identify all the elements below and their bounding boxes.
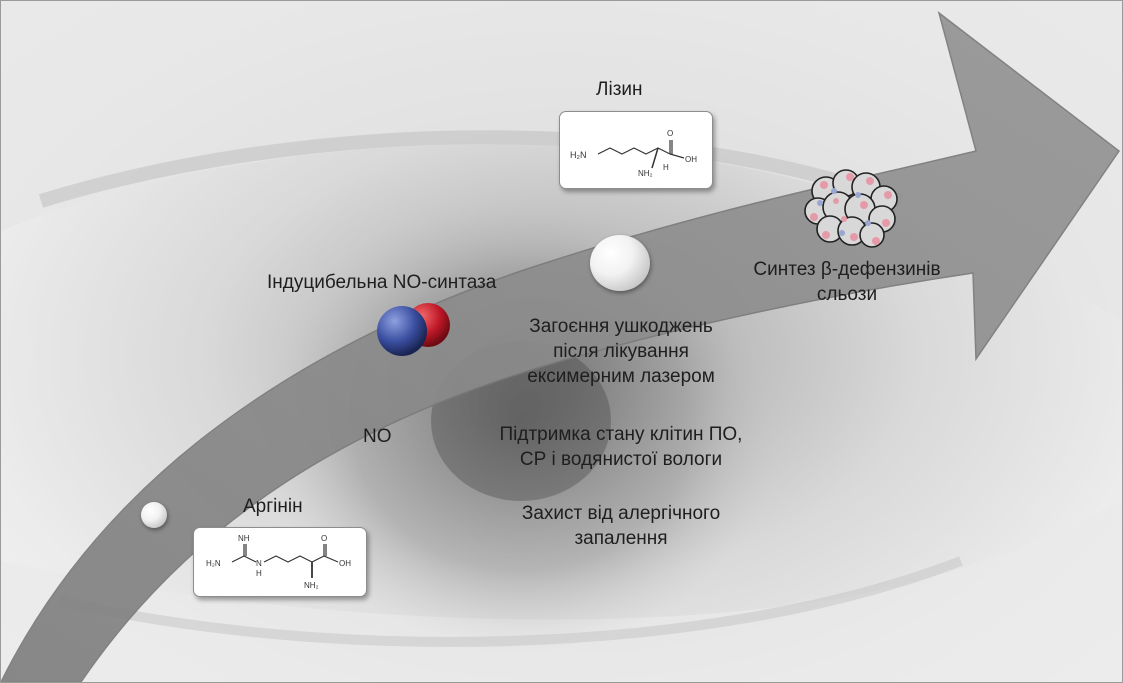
arginine-amino: NH₂ <box>304 581 319 590</box>
synthesis-label: Синтез β-дефензинів сльози <box>717 257 977 307</box>
lysine-label: Лізин <box>596 79 643 100</box>
arginine-label: Аргінін <box>243 496 303 517</box>
no-molecule-icon <box>377 303 450 356</box>
arginine-oh: OH <box>339 559 351 568</box>
inos-label: Індуцибельна NO-синтаза <box>267 272 497 293</box>
arginine-n: N <box>256 559 262 568</box>
healing-line-2: після лікування <box>553 341 689 362</box>
lysine-structure-card: H₂N O OH NH₂ H <box>559 111 713 189</box>
protein-structure-icon <box>804 169 898 248</box>
healing-label: Загоєння ушкоджень після лікування ексим… <box>491 314 751 389</box>
protection-line-1: Захист від алергічного <box>521 503 721 524</box>
support-line-1: Підтримка стану клітин ПО, <box>499 424 743 445</box>
lysine-h: H <box>663 163 669 172</box>
arginine-h2n: H₂N <box>206 559 221 568</box>
protection-line-2: запалення <box>574 528 668 549</box>
lysine-amino: NH₂ <box>638 169 653 178</box>
lysine-nh2: H₂N <box>570 150 587 160</box>
arginine-o: O <box>321 534 327 543</box>
synthesis-line-1: Синтез β-дефензинів <box>753 259 941 280</box>
support-label: Підтримка стану клітин ПО, СР і водянист… <box>471 422 771 472</box>
arginine-nh: NH <box>238 534 250 543</box>
no-label: NO <box>363 426 392 447</box>
step-marker <box>141 502 167 528</box>
step-marker <box>590 235 650 291</box>
lysine-o: O <box>667 129 673 138</box>
synthesis-line-2: сльози <box>816 284 878 305</box>
protection-label: Захист від алергічного запалення <box>491 501 751 551</box>
arginine-h: H <box>256 569 262 578</box>
lysine-oh: OH <box>685 155 697 164</box>
support-line-2: СР і водянистої вологи <box>519 449 723 470</box>
arginine-structure-card: NH H₂N N H O OH NH₂ <box>193 527 367 597</box>
healing-line-1: Загоєння ушкоджень <box>529 316 713 337</box>
healing-line-3: ексимерним лазером <box>527 366 715 387</box>
